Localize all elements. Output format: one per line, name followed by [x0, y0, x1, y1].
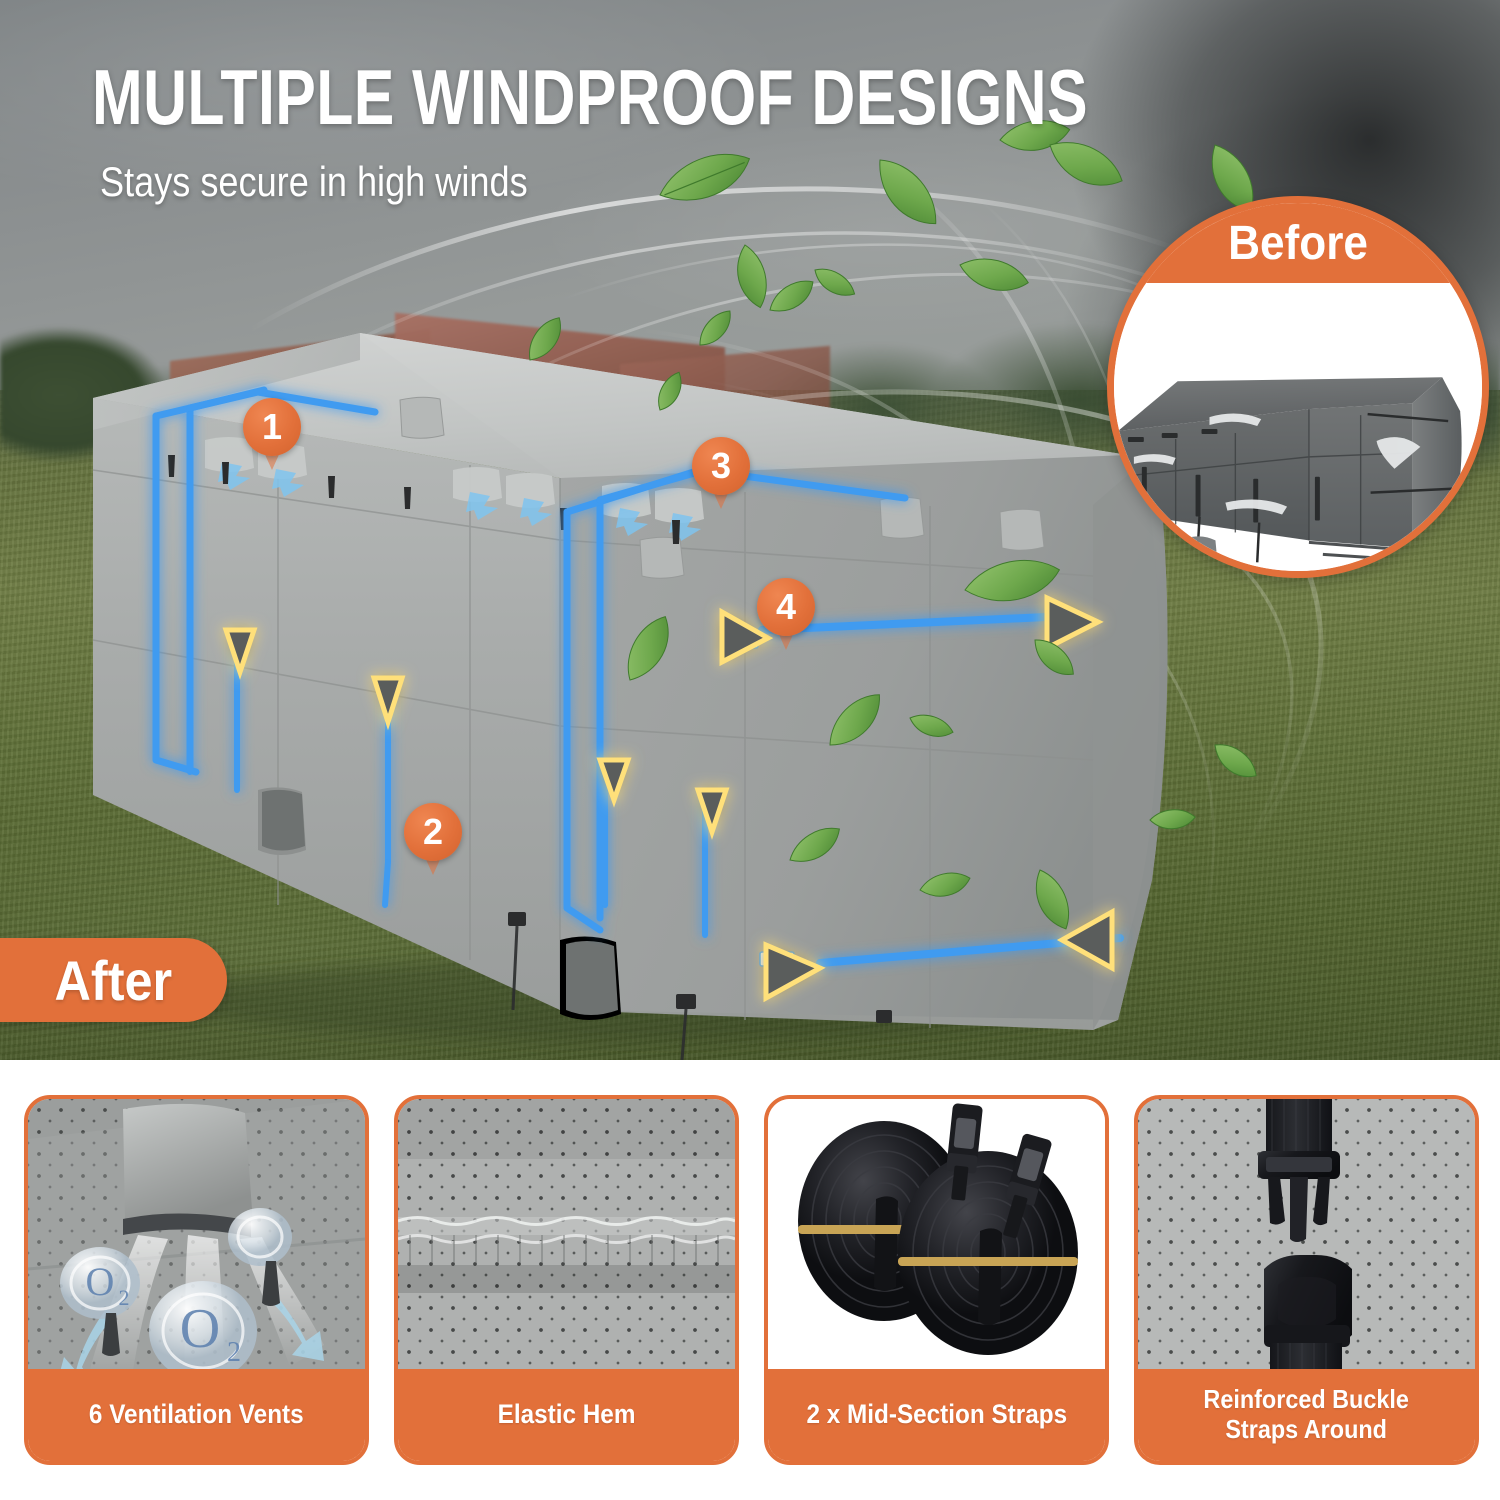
- pin-disc-2: 2: [404, 803, 462, 861]
- page-title: MULTIPLE WINDPROOF DESIGNS: [92, 53, 1088, 141]
- feature-panel-straps[interactable]: 2 x Mid-Section Straps: [764, 1095, 1109, 1465]
- svg-text:2: 2: [227, 1337, 241, 1368]
- hero-section: MULTIPLE WINDPROOF DESIGNS Stays secure …: [0, 0, 1500, 1060]
- marker-pin-3[interactable]: 3: [692, 437, 750, 509]
- vent-airflow-icon: O 2 O 2: [28, 1099, 365, 1377]
- caption-text: Reinforced Buckle Straps Around: [1203, 1384, 1410, 1444]
- marker-number-2: 2: [422, 811, 444, 852]
- caption-text: Elastic Hem: [497, 1399, 636, 1430]
- after-label: After: [54, 948, 173, 1012]
- before-ring: Before: [1107, 196, 1489, 578]
- before-rv-illustration: [1117, 377, 1462, 566]
- panel-caption-vents: 6 Ventilation Vents: [28, 1369, 365, 1461]
- svg-text:O: O: [86, 1259, 115, 1304]
- caption-text: 2 x Mid-Section Straps: [806, 1399, 1067, 1430]
- panel-caption-straps: 2 x Mid-Section Straps: [768, 1369, 1105, 1461]
- elastic-hem-icon: [398, 1099, 735, 1377]
- coiled-straps-icon: [768, 1099, 1105, 1377]
- feature-panel-buckle[interactable]: Reinforced Buckle Straps Around: [1134, 1095, 1479, 1465]
- page-subtitle: Stays secure in high winds: [100, 158, 528, 205]
- floating-leaves: [529, 120, 1308, 930]
- before-badge: Before: [1107, 196, 1489, 578]
- marker-number-1: 1: [261, 406, 283, 447]
- feature-panel-vents[interactable]: O 2 O 2: [24, 1095, 369, 1465]
- pin-disc-1: 1: [243, 398, 301, 456]
- svg-text:2: 2: [119, 1285, 130, 1310]
- before-band: Before: [1114, 203, 1482, 283]
- side-release-buckle-icon: [1138, 1099, 1475, 1377]
- pin-disc-3: 3: [692, 437, 750, 495]
- feature-panels: O 2 O 2: [0, 1060, 1500, 1500]
- marker-pin-1[interactable]: 1: [243, 398, 301, 470]
- after-badge: After: [0, 938, 227, 1022]
- panel-caption-buckle: Reinforced Buckle Straps Around: [1138, 1369, 1475, 1461]
- marker-pin-2[interactable]: 2: [404, 803, 462, 875]
- marker-number-3: 3: [710, 445, 732, 486]
- feature-panel-elastic-hem[interactable]: Elastic Hem: [394, 1095, 739, 1465]
- svg-text:O: O: [180, 1298, 220, 1360]
- pin-disc-4: 4: [757, 578, 815, 636]
- marker-pin-4[interactable]: 4: [757, 578, 815, 650]
- caption-text: 6 Ventilation Vents: [89, 1399, 304, 1430]
- before-label: Before: [1228, 216, 1368, 270]
- panel-caption-elastic-hem: Elastic Hem: [398, 1369, 735, 1461]
- marker-number-4: 4: [775, 586, 797, 627]
- before-photo: [1114, 281, 1482, 571]
